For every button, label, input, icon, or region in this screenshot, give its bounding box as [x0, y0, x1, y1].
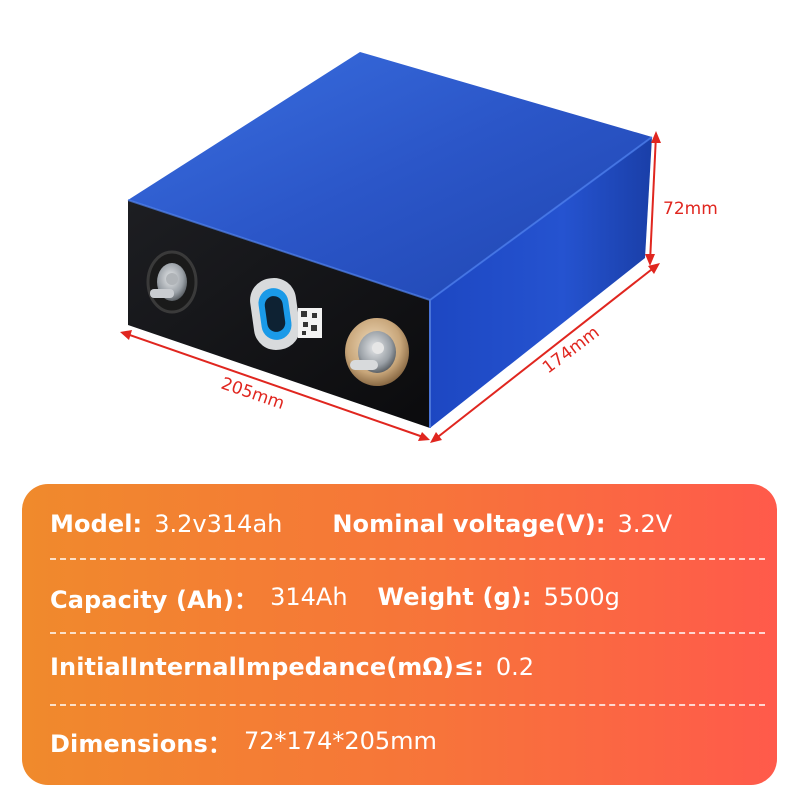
voltage-value: 3.2V — [617, 510, 673, 538]
dashed-divider — [50, 632, 765, 634]
model-label: Model: — [50, 510, 143, 538]
spec-row-capacity-weight: Capacity (Ah)： 314Ah Weight (g): 5500g — [50, 577, 749, 617]
impedance-value: 0.2 — [495, 653, 535, 681]
battery-product-image: 72mm 174mm 205mm — [120, 52, 718, 443]
dimensions-label: Dimensions： — [50, 729, 232, 758]
positive-terminal — [345, 318, 409, 386]
spec-row-impedance: InitialInternalImpedance(mΩ)≤: 0.2 — [50, 647, 749, 687]
dashed-divider — [50, 704, 765, 706]
height-dimension: 72mm — [645, 131, 718, 266]
spec-row-model-voltage: Model: 3.2v314ah Nominal voltage(V): 3.2… — [50, 504, 749, 544]
impedance-label: InitialInternalImpedance(mΩ)≤: — [50, 653, 484, 681]
width-label: 205mm — [218, 374, 287, 414]
weight-value: 5500g — [543, 583, 620, 611]
battery-top-face — [128, 52, 652, 300]
model-value: 3.2v314ah — [154, 510, 283, 538]
spec-row-dimensions: Dimensions： 72*174*205mm — [50, 721, 749, 761]
dimensions-value: 72*174*205mm — [244, 727, 437, 755]
height-label: 72mm — [663, 199, 718, 219]
battery-side-face — [430, 137, 652, 428]
qr-code-label — [298, 308, 322, 338]
spec-panel: Model: 3.2v314ah Nominal voltage(V): 3.2… — [22, 484, 777, 785]
weight-label: Weight (g): — [377, 583, 532, 611]
voltage-label: Nominal voltage(V): — [332, 510, 606, 538]
capacity-value: 314Ah — [270, 583, 348, 611]
dashed-divider — [50, 558, 765, 560]
negative-terminal — [146, 250, 198, 314]
safety-vent — [250, 277, 300, 351]
capacity-label: Capacity (Ah)： — [50, 585, 259, 614]
